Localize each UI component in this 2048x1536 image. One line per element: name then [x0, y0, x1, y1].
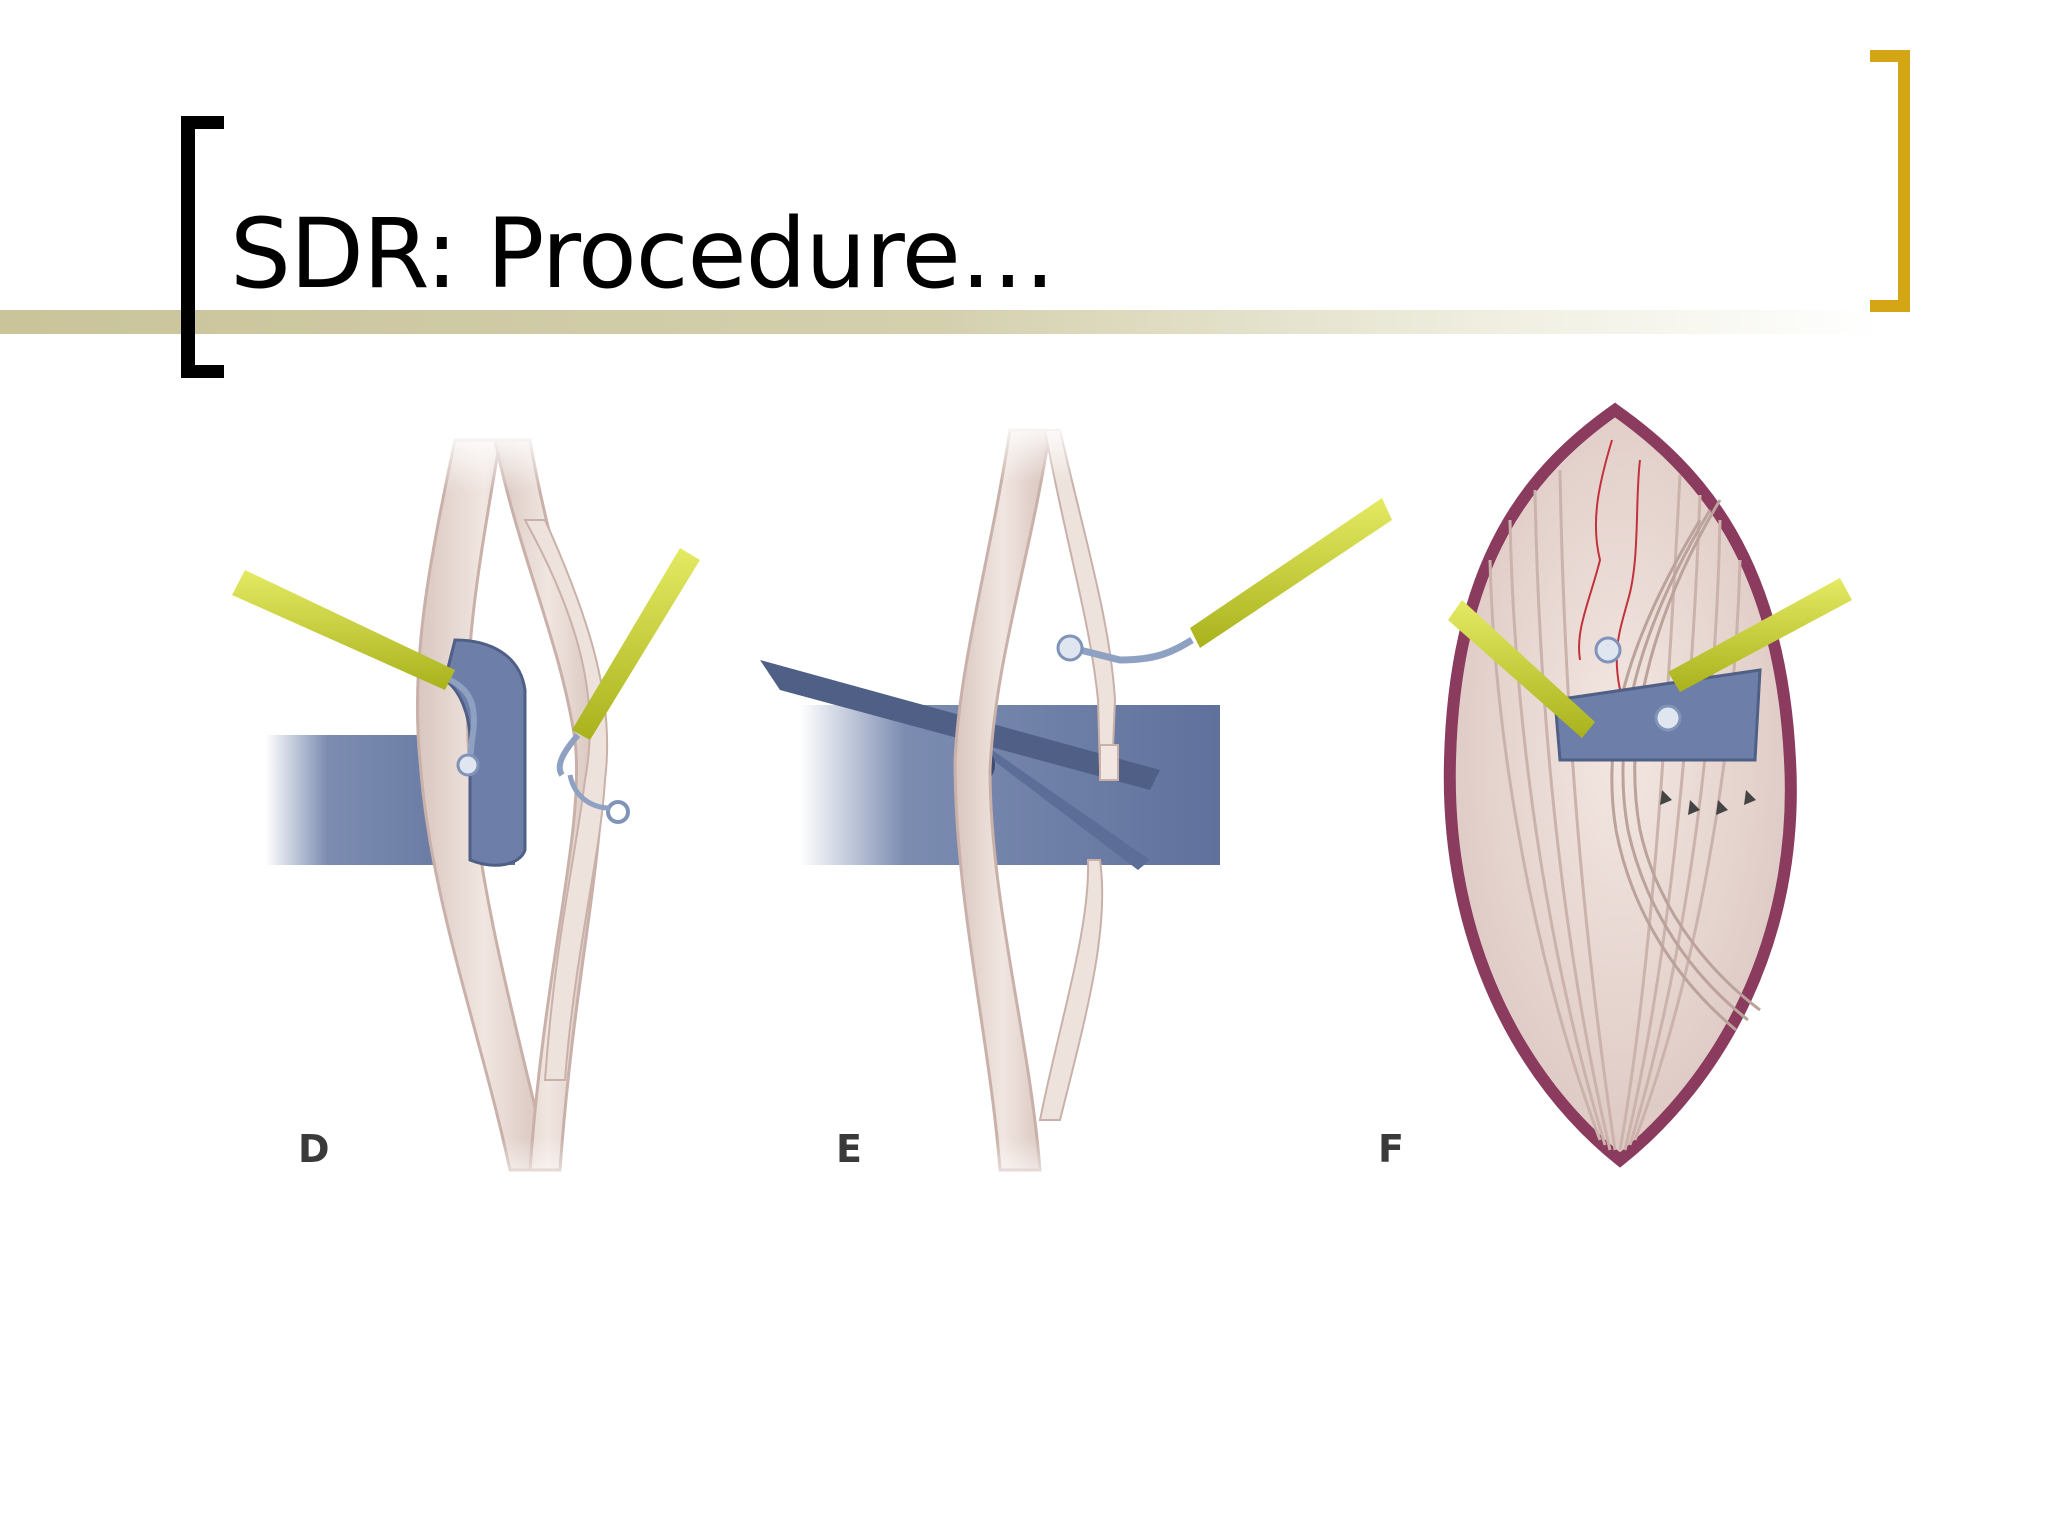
- slide-title: SDR: Procedure…: [230, 198, 1056, 310]
- left-bracket-icon: [181, 116, 224, 378]
- title-rule: [0, 310, 1880, 334]
- panel-label-d: D: [298, 1127, 330, 1171]
- panel-f: [1443, 402, 1852, 1168]
- panel-label-e: E: [836, 1127, 862, 1171]
- panel-d: [232, 430, 700, 1200]
- panel-e: [760, 420, 1392, 1200]
- panel-label-f: F: [1378, 1127, 1404, 1171]
- right-bracket-icon: [1870, 50, 1910, 312]
